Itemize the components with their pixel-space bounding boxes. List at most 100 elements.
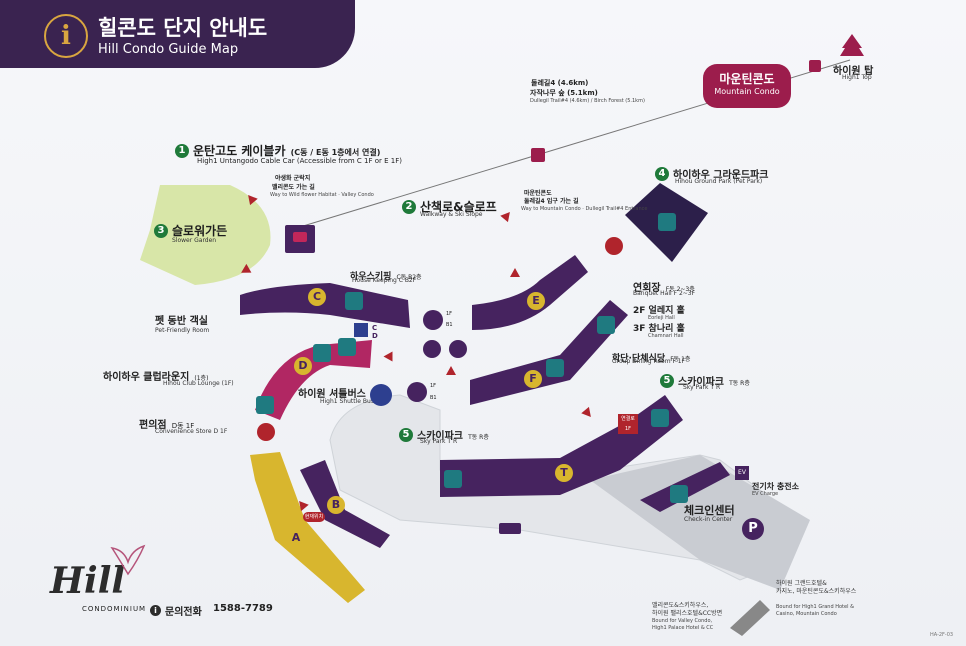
info-icon: i: [44, 14, 88, 58]
hill-logo: Hill: [50, 560, 126, 602]
slow-garden-area: [140, 185, 271, 285]
emerald-ko: 2F 얼레지 홀: [633, 306, 685, 316]
slow-garden-en: Slower Garden: [172, 237, 217, 244]
wildflower-en: Way to Wild flower Habitat · Valley Cond…: [270, 192, 374, 198]
group-dining-title: 학단·단체식당 F동 1층: [612, 346, 690, 365]
logo-subtitle: CONDOMINIUM: [82, 605, 147, 613]
ground-park-ko: 하이하우 그라운드파크: [673, 170, 769, 181]
building-b: [300, 460, 390, 548]
trail-ko-1: 둘레길4 (4.6km): [531, 79, 589, 87]
arrow-icon-6: [383, 351, 393, 362]
building-t: [440, 395, 683, 497]
sky-park-right-ko: 스카이파크: [678, 377, 724, 388]
building-a-badge: A: [287, 529, 305, 547]
group-dining-ko: 학단·단체식당: [612, 354, 666, 364]
sky-park-left-en: Sky Park T R: [420, 438, 458, 445]
ev-ko: 전기차 충전소: [752, 482, 799, 491]
convenience-ko: 편의점: [139, 420, 167, 431]
shuttle-ko: 하이원 셔틀버스: [298, 389, 366, 400]
butterfly-logo-icon: [110, 544, 146, 576]
club-lounge-ko: 하이하우 클럽라운지: [103, 372, 190, 383]
cable-car-station-cabin-icon: [293, 232, 307, 242]
housekeeping-ko: 하우스키핑: [350, 272, 392, 282]
escalator-icon: [449, 340, 467, 358]
building-f: [470, 300, 628, 405]
chamnari-en: Chamnari Hall: [648, 333, 684, 339]
header-banner: i 힐콘도 단지 안내도 Hill Condo Guide Map: [0, 0, 355, 68]
lift-1-bottom: B1: [446, 322, 453, 328]
wildflower-ko-1: 야생화 군락지: [275, 175, 311, 182]
elevator-c-label: C: [372, 324, 378, 332]
road-arrow: [730, 600, 770, 636]
sky-park-left-icon: [444, 470, 462, 488]
mountain-condo-en: Mountain Condo: [714, 87, 780, 96]
valley-en-1: Bound for Valley Condo,: [652, 618, 713, 624]
mc-trail-ko-2: 둘레길4 입구 가는 길: [524, 198, 579, 205]
building-a: [250, 452, 365, 603]
grand-hotel-en-1: Bound for High1 Grand Hotel &: [776, 604, 854, 610]
number-5-icon: 5: [660, 373, 674, 388]
grand-hotel-ko-1: 하이원 그랜드호텔&: [776, 580, 827, 587]
mc-trail-ko-1: 마운틴콘도: [524, 190, 552, 197]
lift-2-top: 1F: [430, 383, 437, 389]
slope-icon: [605, 237, 623, 255]
page-title: 힐콘도 단지 안내도: [98, 16, 268, 40]
pet-park-icon: [658, 213, 676, 231]
elevator-icon: [354, 323, 368, 337]
cable-car-en: High1 Untangodo Cable Car (Accessible fr…: [197, 157, 402, 165]
dining-icon: [338, 338, 356, 356]
building-c: [240, 283, 410, 328]
mountain-condo-ko: 마운틴콘도: [719, 72, 775, 86]
arrow-icon-5: [446, 366, 456, 375]
lift-1-top: 1F: [446, 311, 453, 317]
housekeeping-en: House Keeping C B2F: [352, 277, 417, 284]
trail-en: Dullegil Trail#4 (4.6km) / Birch Forest …: [530, 98, 645, 104]
phone-number: 1588-7789: [213, 603, 273, 614]
checkin-en: Check-in Center: [684, 516, 733, 523]
checkin-ko: 체크인센터: [684, 504, 735, 517]
housekeeping-title: 하우스키핑 C동 B2층: [350, 264, 422, 283]
number-5b-icon: 5: [399, 427, 413, 442]
mountain-condo-sign: 마운틴콘도 Mountain Condo: [703, 64, 791, 108]
number-2-icon: 2: [402, 199, 416, 214]
banquet-ko-note: F동 2~3층: [665, 286, 695, 293]
ev-icon: EV: [735, 466, 749, 480]
banquet-title: 연회장 F동 2~3층: [633, 276, 695, 295]
housekeeping-ko-note: C동 B2층: [396, 274, 422, 281]
group-dining-icon: [546, 359, 564, 377]
group-dining-en: Group Dining Room F 1F: [612, 358, 686, 365]
banquet-icon: [597, 316, 615, 334]
number-3-icon: 3: [154, 223, 168, 238]
club-lounge-en: Hihou Club Lounge (1F): [163, 380, 234, 387]
map-code: HA-2F-03: [930, 632, 954, 638]
club-lounge-title: 하이하우 클럽라운지 (1층): [103, 365, 208, 384]
group-dining-ko-note: F동 1층: [670, 356, 691, 363]
convenience-title: 편의점 D동 1F: [139, 413, 194, 432]
slow-garden-ko: 슬로워가든: [172, 224, 228, 238]
sky-park-right-en: Sky Park T R: [683, 384, 721, 391]
parking-lot: [590, 455, 810, 590]
cable-car-ko-note: (C동 / E동 1층에서 연결): [290, 148, 381, 157]
current-location-sign: 현재위치: [303, 512, 325, 522]
sky-park-right-note: T동 R층: [729, 380, 750, 387]
lift-icon-2: [407, 382, 427, 402]
building-e-badge: E: [527, 292, 545, 310]
number-4-icon: 4: [655, 166, 669, 181]
convenience-en: Convenience Store D 1F: [155, 428, 228, 435]
mc-trail-en: Way to Mountain Condo · Dullegil Trail#4…: [521, 206, 648, 212]
pet-room-en: Pet-Friendly Room: [155, 327, 210, 334]
tower-icon: [840, 34, 864, 56]
cable-car-icon: [531, 148, 545, 162]
trail-ko-2: 자작나무 숲 (5.1km): [530, 89, 598, 97]
gondola-icon: [809, 60, 821, 72]
building-e: [472, 255, 588, 330]
page-subtitle: Hill Condo Guide Map: [98, 42, 239, 57]
cable-car-ko: 운탄고도 케이블카: [193, 144, 286, 158]
convenience-ko-note: D동 1F: [171, 422, 195, 430]
valley-ko-1: 밸리콘도&스키하우스,: [652, 602, 709, 609]
grand-hotel-ko-2: 카지노, 마운틴콘도&스키하우스: [776, 588, 857, 595]
housekeeping-icon: [345, 292, 363, 310]
shuttle-bus-icon: [370, 384, 392, 406]
